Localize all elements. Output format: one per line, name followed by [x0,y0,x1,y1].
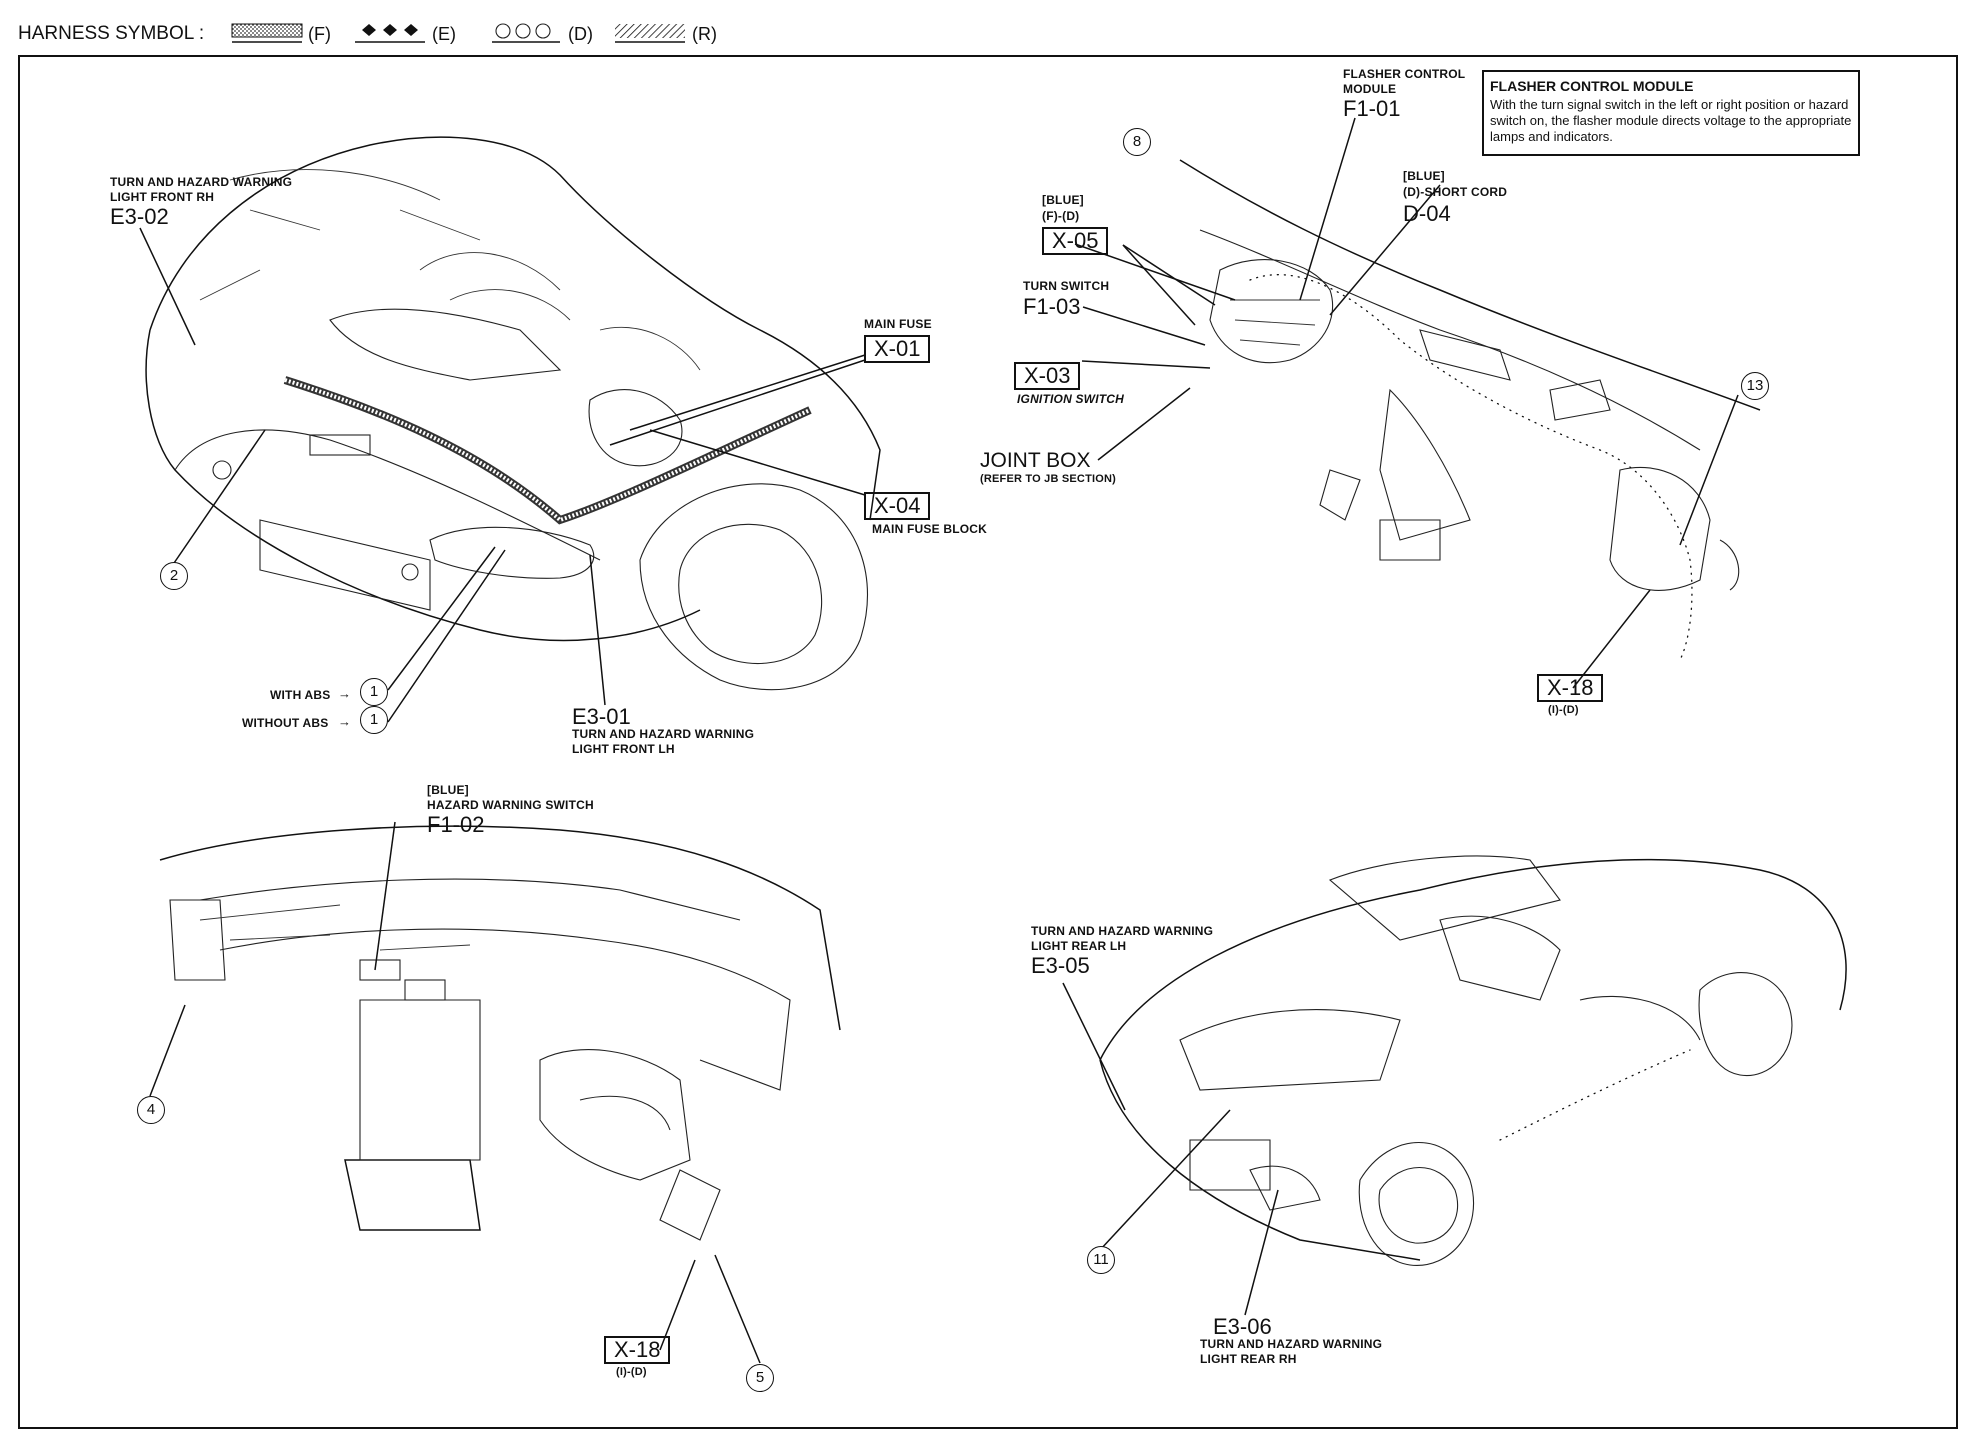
callout-11: 11 [1087,1246,1115,1274]
f102-code: F1-02 [427,812,485,837]
e301-code: E3-01 [572,704,631,729]
legend-code-r: (R) [692,24,717,44]
x05-desc-1: [BLUE] [1042,193,1084,207]
e302-code: E3-02 [110,204,169,229]
leader-lines [139,117,1739,1364]
with-abs-arrow: → [338,686,352,701]
e302-desc-1: TURN AND HAZARD WARNING [110,175,293,189]
legend-title: HARNESS SYMBOL : [18,23,205,44]
rear-car-illustration [1099,855,1847,1266]
e305-desc-2: LIGHT REAR LH [1031,939,1127,953]
f102-desc-2: HAZARD WARNING SWITCH [427,798,594,812]
instrument-panel-illustration [159,825,841,1241]
joint-box-desc: (REFER TO JB SECTION) [980,473,1117,485]
front-car-illustration [145,136,881,691]
callout-1-without-abs: 1 [360,706,388,734]
x01-desc: MAIN FUSE [864,317,932,331]
callout-13: 13 [1741,372,1769,400]
x04-code: X-04 [864,492,931,520]
x18-bottom-desc: (I)-(D) [616,1366,647,1378]
dash-interior-illustration [1179,159,1761,661]
x04-desc: MAIN FUSE BLOCK [872,522,987,536]
note-title: FLASHER CONTROL MODULE [1490,78,1694,94]
legend-code-f: (F) [308,24,331,44]
legend-code-e: (E) [432,24,456,44]
f101-code: F1-01 [1343,96,1401,121]
f101-desc-2: MODULE [1343,82,1397,96]
e302-desc-2: LIGHT FRONT RH [110,190,215,204]
x18-bottom-code: X-18 [604,1336,671,1364]
note-body: With the turn signal switch in the left … [1490,97,1852,144]
without-abs-label: WITHOUT ABS [242,716,329,730]
callout-2: 2 [160,562,188,590]
x05-code: X-05 [1042,227,1109,255]
d04-code: D-04 [1403,201,1451,226]
callout-4: 4 [137,1096,165,1124]
flasher-note-box: FLASHER CONTROL MODULE With the turn sig… [1482,70,1860,156]
legend-code-d: (D) [568,24,593,44]
f103-desc: TURN SWITCH [1023,279,1110,293]
d04-desc-1: [BLUE] [1403,169,1445,183]
callout-8: 8 [1123,128,1151,156]
x03-code: X-03 [1014,362,1081,390]
x01-code: X-01 [864,335,931,363]
f103-code: F1-03 [1023,294,1081,319]
d04-desc-2: (D)-SHORT CORD [1403,185,1508,199]
x18-top-desc: (I)-(D) [1548,704,1579,716]
x18-top-code: X-18 [1537,674,1604,702]
without-abs-arrow: → [338,714,352,729]
f102-desc-1: [BLUE] [427,783,469,797]
e305-desc-1: TURN AND HAZARD WARNING [1031,924,1214,938]
callout-1-with-abs: 1 [360,678,388,706]
callout-5: 5 [746,1364,774,1392]
x05-desc-2: (F)-(D) [1042,209,1080,223]
e306-desc-2: LIGHT REAR RH [1200,1352,1297,1366]
e305-code: E3-05 [1031,953,1090,978]
x03-desc: IGNITION SWITCH [1017,392,1124,406]
e306-desc-1: TURN AND HAZARD WARNING [1200,1337,1383,1351]
f101-desc-1: FLASHER CONTROL [1343,67,1466,81]
e301-desc-2: LIGHT FRONT LH [572,742,675,756]
e301-desc-1: TURN AND HAZARD WARNING [572,727,755,741]
diagram-frame [18,55,1958,1429]
joint-box-title: JOINT BOX [980,449,1091,472]
legend-swatches [231,23,685,43]
e306-code: E3-06 [1213,1314,1272,1339]
with-abs-label: WITH ABS [270,688,331,702]
